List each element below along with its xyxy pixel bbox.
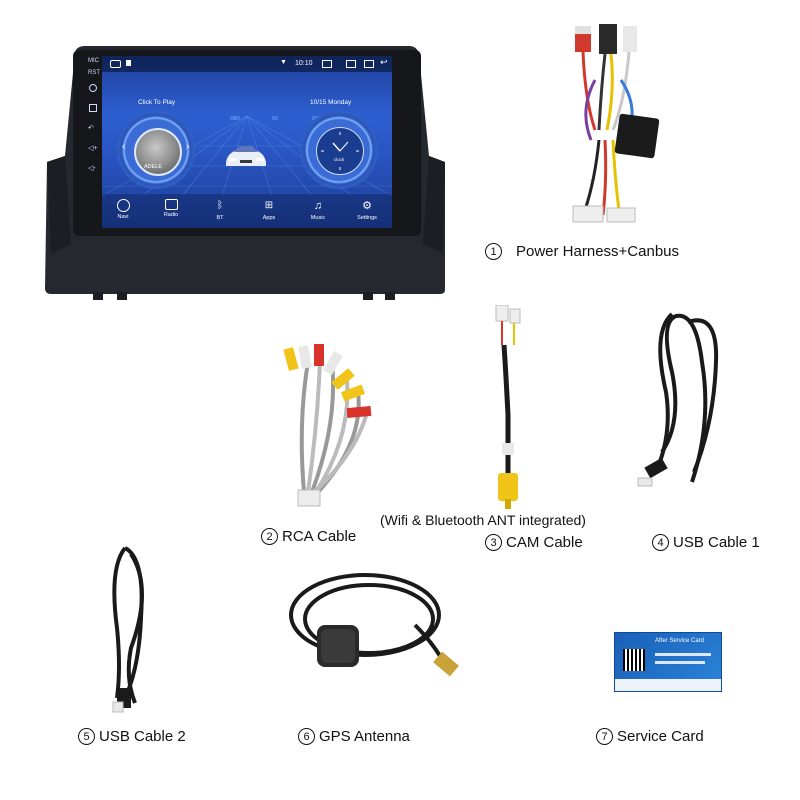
dock-label-music: Music (310, 215, 326, 221)
item-number-1: 1 (485, 243, 502, 260)
rca-cable-image (283, 344, 372, 507)
item-label-1: Power Harness+Canbus (516, 243, 680, 260)
dock-item-music[interactable]: ♫ Music (300, 199, 336, 221)
dock-label-bt: BT (216, 215, 224, 221)
clock-face (316, 127, 364, 175)
volume-icon[interactable] (346, 60, 356, 68)
bluetooth-icon: ᛒ (217, 200, 223, 211)
notification-icon (126, 60, 131, 66)
item-label-6: GPS Antenna (319, 728, 410, 745)
status-bar (102, 56, 392, 72)
item-number-4: 4 (652, 534, 669, 551)
item-number-6: 6 (298, 728, 315, 745)
status-time: 10:10 (295, 60, 313, 67)
service-card-title: After Service Card (655, 638, 705, 644)
music-click-label: Click To Play (138, 99, 176, 106)
album-art (134, 128, 182, 176)
touch-screen[interactable]: ▼ 10:10 ↩ Click To Play ADELE ‹ › 10/15 … (102, 56, 392, 228)
usb-cable-2-image (112, 546, 144, 713)
item-label-7: Service Card (617, 728, 704, 745)
caption-gps-antenna: 6 GPS Antenna (298, 728, 410, 745)
mic-label: MIC (88, 58, 99, 64)
item-label-3: CAM Cable (506, 534, 583, 551)
clock-label: clock (334, 157, 345, 162)
navigation-icon (116, 199, 130, 212)
dock-label-settings: Settings (357, 215, 377, 221)
dock-item-apps[interactable]: ⊞ Apps (251, 199, 287, 221)
radio-icon (164, 199, 178, 210)
item-number-3: 3 (485, 534, 502, 551)
dock-label-navi: Navi (117, 214, 129, 220)
car-graphic (226, 146, 266, 166)
prev-track-icon[interactable]: ‹ (122, 141, 126, 152)
usb-cable-1-image (637, 312, 719, 487)
cam-cable-image (495, 305, 521, 509)
card-text-line (655, 653, 711, 656)
home-icon[interactable] (89, 104, 97, 112)
item-number-5: 5 (78, 728, 95, 745)
caption-usb-cable-2: 5 USB Cable 2 (78, 728, 186, 745)
date-label: 10/15 Monday (310, 99, 352, 106)
car-icon (110, 60, 121, 68)
service-card-image: After Service Card (614, 632, 722, 692)
next-track-icon[interactable]: › (186, 141, 190, 152)
location-icon: ▼ (280, 59, 287, 66)
gps-antenna-image (289, 573, 459, 677)
item-label-4: USB Cable 1 (673, 534, 760, 551)
card-footer-strip (615, 679, 721, 691)
item-number-2: 2 (261, 528, 278, 545)
music-note-icon: ♫ (313, 200, 323, 212)
dock-label-apps: Apps (262, 215, 276, 221)
back-icon[interactable]: ↶ (88, 125, 94, 132)
album-text: ADELE (144, 164, 163, 170)
item-label-5: USB Cable 2 (99, 728, 186, 745)
caption-rca-cable: 2 RCA Cable (261, 528, 356, 545)
qr-code-icon (623, 649, 645, 671)
volume-up-icon[interactable]: ◁+ (88, 145, 98, 152)
dock-item-settings[interactable]: ⚙ Settings (349, 199, 385, 221)
caption-service-card: 7 Service Card (596, 728, 704, 745)
dock-item-radio[interactable]: Radio (153, 199, 189, 218)
item-number-7: 7 (596, 728, 613, 745)
clock-hands (321, 132, 359, 170)
power-harness-image (572, 24, 660, 223)
caption-power-harness: 1 Power Harness+Canbus (485, 243, 679, 260)
back-nav-icon[interactable]: ↩ (380, 57, 388, 67)
caption-cam-cable: 3 CAM Cable (485, 534, 583, 551)
dock-item-bt[interactable]: ᛒ BT (202, 199, 238, 221)
power-icon[interactable] (89, 84, 97, 92)
cam-note: (Wifi & Bluetooth ANT integrated) (380, 512, 586, 528)
dock-label-radio: Radio (163, 212, 179, 218)
gear-icon: ⚙ (362, 200, 372, 212)
item-label-2: RCA Cable (282, 528, 357, 545)
reset-label: RST (88, 70, 100, 76)
volume-down-icon[interactable]: ◁- (88, 165, 96, 172)
card-text-line (655, 661, 705, 664)
apps-grid-icon: ⊞ (264, 200, 274, 211)
screen-off-icon[interactable] (322, 60, 332, 68)
dock-item-navi[interactable]: Navi (105, 199, 141, 220)
caption-usb-cable-1: 4 USB Cable 1 (652, 534, 760, 551)
multitask-icon[interactable] (364, 60, 374, 68)
app-dock (102, 194, 392, 228)
